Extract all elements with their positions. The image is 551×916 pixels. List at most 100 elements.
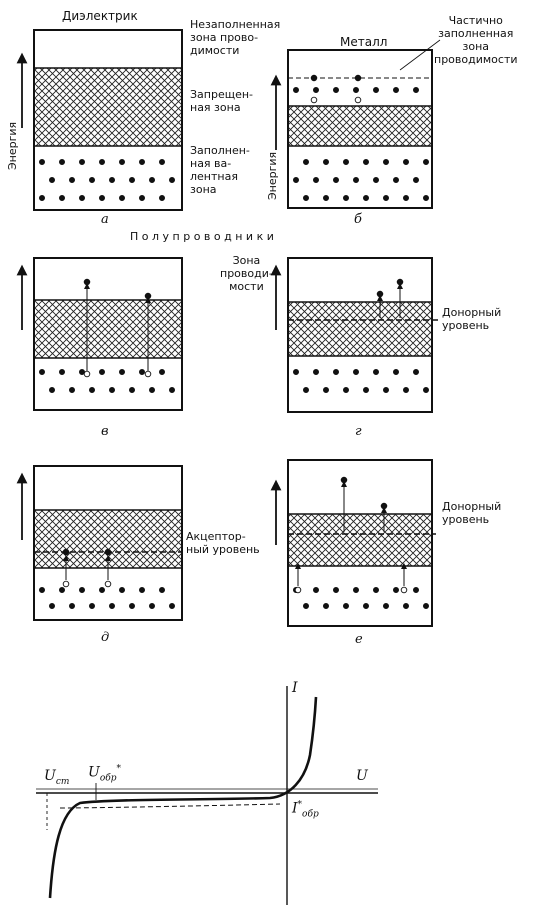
electron-dot: [168, 386, 175, 393]
panel-d-acceptor-label: Акцептор- ный уровень: [186, 530, 260, 556]
electron-dot: [322, 194, 329, 201]
electron-dot: [158, 587, 165, 594]
electron-dot: [69, 603, 76, 610]
electron-dot: [59, 368, 66, 375]
electron-dot: [392, 368, 399, 375]
electron-dot: [99, 587, 106, 594]
electron-dot: [119, 368, 126, 375]
panel-a: [16, 29, 183, 211]
electron-dot: [39, 587, 46, 594]
electron-dot: [372, 368, 379, 375]
electron-dot: [158, 368, 165, 375]
electron-dot: [39, 194, 46, 201]
hole-dot: [83, 370, 91, 378]
electron-dot: [302, 158, 309, 165]
electron-dot: [372, 176, 379, 183]
electron-dot: [119, 587, 126, 594]
electron-dot: [412, 176, 419, 183]
electron-dot: [128, 176, 135, 183]
electron-dot: [392, 587, 399, 594]
electron-dot: [372, 587, 379, 594]
panel-e: [270, 459, 436, 627]
electron-dot: [362, 386, 369, 393]
electron-dot: [392, 87, 399, 94]
electron-dot: [148, 176, 155, 183]
electron-dot: [119, 194, 126, 201]
panel-g-electrons: [292, 278, 429, 393]
panel-g-forbidden-band: [287, 301, 433, 357]
panel-a-subtitle: а: [101, 212, 109, 227]
electron-dot: [342, 158, 349, 165]
electron-dot: [376, 290, 384, 298]
panel-a-forbidden-label: Запрещен- ная зона: [190, 88, 254, 114]
electron-dot: [402, 603, 409, 610]
panel-e-subtitle: е: [355, 632, 363, 647]
panel-v-subtitle: в: [101, 424, 109, 439]
electron-dot: [144, 292, 152, 300]
electron-dot: [292, 87, 299, 94]
electron-dot: [422, 386, 429, 393]
panel-b-level-pointer: [399, 39, 441, 71]
panel-g-donor-label: Донорный уровень: [442, 306, 502, 332]
electron-dot: [372, 87, 379, 94]
panel-e-forbidden-band: [287, 513, 433, 567]
panel-b-forbidden-band: [287, 105, 433, 147]
electron-dot: [138, 158, 145, 165]
electron-dot: [79, 158, 86, 165]
electron-dot: [158, 158, 165, 165]
panel-e-donor-label: Донорный уровень: [442, 500, 502, 526]
electron-dot: [402, 158, 409, 165]
electron-dot: [138, 587, 145, 594]
electron-dot: [402, 194, 409, 201]
electron-dot: [312, 87, 319, 94]
electron-dot: [302, 386, 309, 393]
electron-dot: [79, 194, 86, 201]
panel-v-forbidden-band: [33, 299, 183, 359]
panel-b-axis-label: Энергия: [266, 151, 279, 200]
panel-b-subtitle: б: [354, 212, 362, 227]
electron-dot: [62, 548, 70, 556]
iv-characteristic: [36, 686, 378, 905]
electron-dot: [302, 603, 309, 610]
electron-dot: [89, 386, 96, 393]
electron-dot: [380, 502, 388, 510]
electron-dot: [352, 368, 359, 375]
electron-dot: [292, 368, 299, 375]
hole-dot: [62, 580, 70, 588]
electron-dot: [412, 368, 419, 375]
electron-dot: [354, 74, 362, 82]
electron-dot: [322, 603, 329, 610]
electron-dot: [340, 476, 348, 484]
electron-dot: [79, 587, 86, 594]
panel-b-electrons: [292, 74, 429, 201]
electron-dot: [109, 603, 116, 610]
iv-i-obr-label: I*обр: [292, 800, 319, 820]
electron-dot: [99, 368, 106, 375]
panel-a-empty-band-label: Незаполненная зона прово- димости: [190, 18, 281, 57]
electron-dot: [39, 158, 46, 165]
iv-u-st-label: Uст: [44, 768, 70, 787]
electron-dot: [362, 194, 369, 201]
electron-dot: [412, 87, 419, 94]
electron-dot: [322, 386, 329, 393]
electron-dot: [310, 74, 318, 82]
electron-dot: [69, 386, 76, 393]
electron-dot: [59, 194, 66, 201]
electron-dot: [302, 194, 309, 201]
electron-dot: [99, 194, 106, 201]
electron-dot: [83, 278, 91, 286]
panel-v: [16, 257, 183, 411]
panel-b-partial-label: Частично заполненная зона проводимости: [434, 14, 518, 66]
electron-dot: [104, 548, 112, 556]
electron-dot: [396, 278, 404, 286]
electron-dot: [422, 158, 429, 165]
electron-dot: [402, 386, 409, 393]
electron-dot: [392, 176, 399, 183]
electron-dot: [292, 176, 299, 183]
panel-a-header: Диэлектрик: [62, 9, 138, 23]
electron-dot: [168, 603, 175, 610]
panel-g-subtitle: г: [355, 424, 362, 439]
panel-a-valence-label: Заполнен- ная ва- лентная зона: [190, 144, 250, 196]
electron-dot: [382, 158, 389, 165]
